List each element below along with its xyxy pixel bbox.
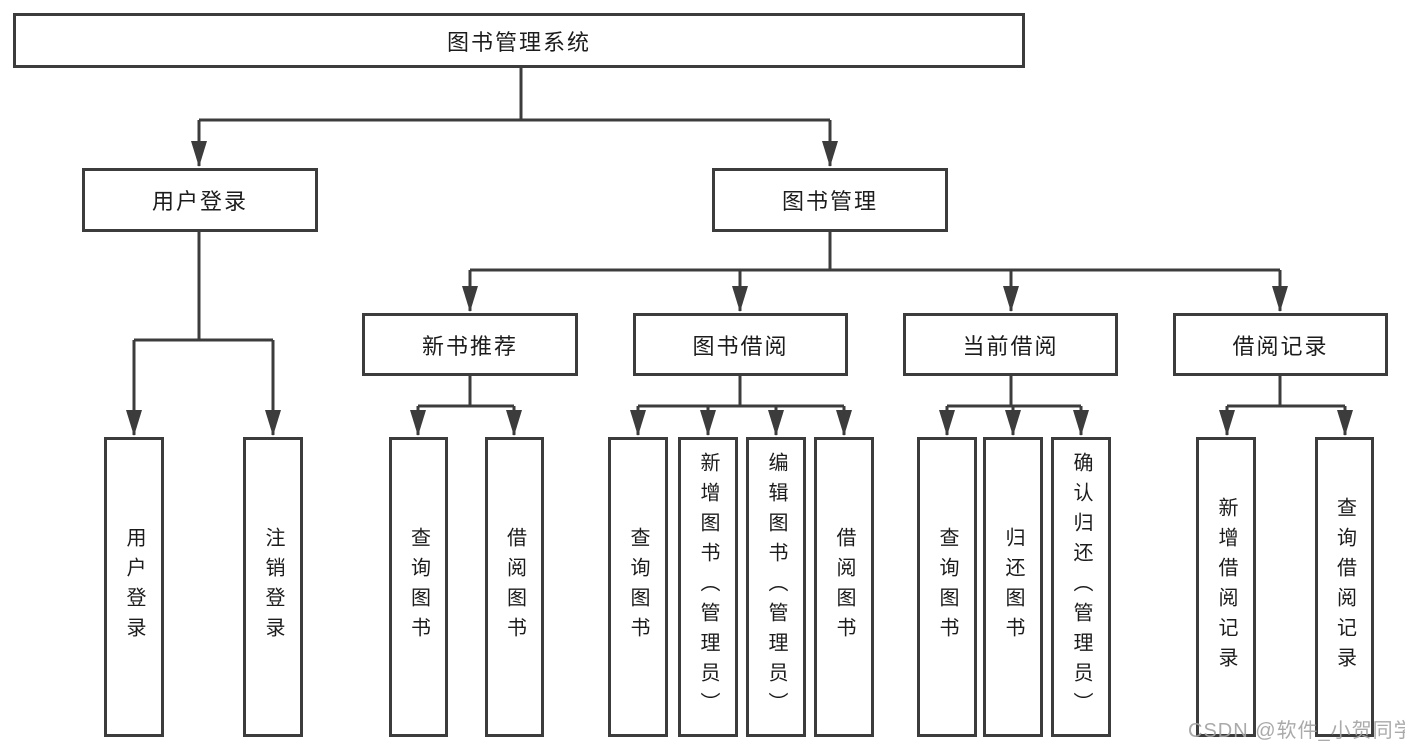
node-leaf-records-add-record: 新增借阅记录 (1196, 437, 1256, 737)
node-user-login: 用户登录 (82, 168, 318, 232)
connector-newbook-trunk (418, 376, 514, 408)
connector-root-trunk (199, 68, 830, 122)
connector-userlogin-trunk (134, 232, 273, 342)
node-leaf-current-confirm-return: 确认归还（管理员） (1051, 437, 1111, 737)
node-leaf-borrow-add-book: 新增图书（管理员） (678, 437, 738, 737)
node-leaf-user-login: 用户登录 (104, 437, 164, 737)
node-leaf-current-return-book: 归还图书 (983, 437, 1043, 737)
node-leaf-records-query-record: 查询借阅记录 (1315, 437, 1374, 737)
connector-bookmgmt-trunk (470, 232, 1280, 272)
node-leaf-current-query-book: 查询图书 (917, 437, 977, 737)
connector-currentborrow-trunk (947, 376, 1081, 408)
node-borrow-records: 借阅记录 (1173, 313, 1388, 376)
node-leaf-recommend-query-book: 查询图书 (389, 437, 448, 737)
connector-records-trunk (1227, 376, 1345, 408)
connector-bookborrow-trunk (638, 376, 844, 408)
node-book-management: 图书管理 (712, 168, 948, 232)
node-leaf-borrow-edit-book: 编辑图书（管理员） (746, 437, 806, 737)
node-new-book-recommend: 新书推荐 (362, 313, 578, 376)
node-leaf-logout: 注销登录 (243, 437, 303, 737)
node-current-borrow: 当前借阅 (903, 313, 1118, 376)
csdn-watermark: CSDN @软件_小贺同学 (1188, 720, 1405, 742)
node-leaf-borrow-borrow-book: 借阅图书 (814, 437, 874, 737)
node-book-borrow: 图书借阅 (633, 313, 848, 376)
node-root-system: 图书管理系统 (13, 13, 1025, 68)
node-leaf-recommend-borrow-book: 借阅图书 (485, 437, 544, 737)
node-leaf-borrow-query-book: 查询图书 (608, 437, 668, 737)
